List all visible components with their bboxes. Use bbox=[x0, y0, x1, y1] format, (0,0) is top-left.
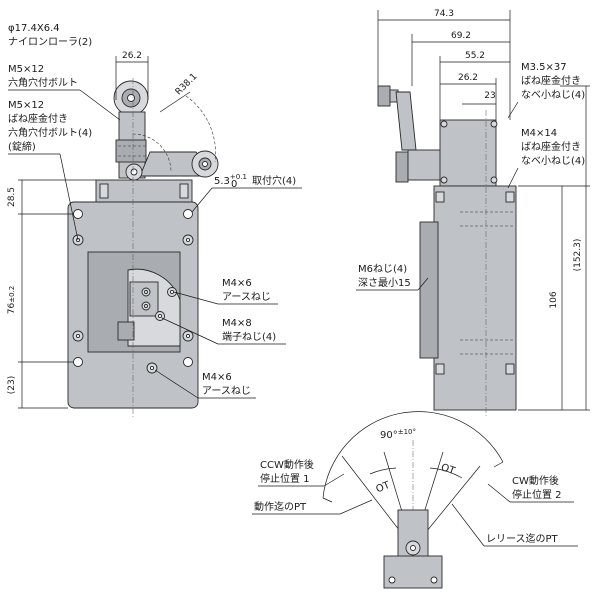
top-roller-axle bbox=[127, 94, 135, 102]
bolt1-spec: M5×12 bbox=[8, 64, 44, 75]
screw-a-spec: M3.5×37 bbox=[521, 62, 567, 73]
mount-hole-tol-dn: 0 bbox=[231, 179, 237, 190]
pt-right: レリース迄のPT bbox=[486, 532, 559, 545]
bolt1-note: 六角穴付ボルト bbox=[8, 76, 78, 89]
screw-a-note1: ばね座金付き bbox=[521, 74, 581, 87]
side-lever-arm bbox=[395, 91, 417, 151]
dim-middle: 76 bbox=[7, 303, 17, 315]
screw-b-spec: M4×14 bbox=[521, 128, 557, 139]
bolt2-note1: ばね座金付き bbox=[8, 112, 68, 125]
dim-69-2: 69.2 bbox=[451, 31, 471, 41]
dim-26-2: 26.2 bbox=[458, 73, 478, 83]
screw3-note: アースねじ bbox=[202, 385, 251, 397]
ot-right: OT bbox=[439, 462, 457, 477]
pt-left: 動作迄のPT bbox=[254, 500, 307, 513]
dim-152-3: (152.3) bbox=[573, 239, 583, 272]
screw1-note: アースねじ bbox=[222, 291, 271, 303]
svg-text:90°±10°: 90°±10° bbox=[380, 428, 416, 441]
dim-radius: R38.1 bbox=[174, 72, 200, 98]
mount-hole-tr bbox=[183, 209, 193, 219]
mount-hole-br bbox=[183, 357, 193, 367]
ccw-note2: 停止位置 1 bbox=[260, 472, 310, 485]
thread-spec: M6ねじ(4) bbox=[358, 263, 407, 275]
screw2-note: 端子ねじ(4) bbox=[222, 330, 276, 343]
dim-55-2: 55.2 bbox=[465, 51, 485, 61]
dim-middle-tol: ±0.2 bbox=[8, 286, 16, 303]
terminal-block bbox=[129, 281, 159, 317]
mount-hole-bl bbox=[73, 357, 83, 367]
dim-106: 106 bbox=[549, 291, 559, 308]
roller-spec: φ17.4X6.4 bbox=[8, 23, 60, 34]
dim-lower: (23) bbox=[7, 376, 17, 394]
bolt2-note3: (錠締) bbox=[8, 140, 36, 153]
dim-23: 23 bbox=[484, 91, 495, 101]
front-view: 26.2 R38.1 φ17.4X6.4 ナイロンローラ(2) M5×12 六角… bbox=[7, 23, 302, 418]
roller-note: ナイロンローラ(2) bbox=[8, 36, 92, 48]
screw-a-note2: なべ小ねじ(4) bbox=[521, 89, 585, 101]
mount-hole-value: 5.3 bbox=[214, 176, 230, 187]
operation-view: 90°±10° OT OT CCW動作後 停止位置 1 動作迄のPT CW動作後… bbox=[252, 411, 578, 589]
side-roller-low bbox=[395, 151, 409, 183]
mount-hole-tl bbox=[73, 209, 83, 219]
dim-top-width: 26.2 bbox=[122, 51, 142, 61]
angle-tol: ±10° bbox=[398, 428, 416, 436]
screw2-spec: M4×8 bbox=[222, 318, 252, 329]
thread-note: 深さ最小15 bbox=[358, 277, 411, 289]
side-roller-top bbox=[377, 85, 391, 107]
switch-head bbox=[95, 179, 193, 203]
cw-note2: 停止位置 2 bbox=[512, 488, 562, 501]
ccw-note1: CCW動作後 bbox=[260, 458, 314, 471]
dim-upper: 28.5 bbox=[7, 187, 17, 207]
side-cover bbox=[419, 221, 439, 359]
angle-value: 90° bbox=[380, 430, 398, 441]
side-head bbox=[439, 119, 497, 187]
dim-74-3: 74.3 bbox=[434, 9, 454, 19]
screw3-spec: M4×6 bbox=[202, 372, 232, 383]
side-body bbox=[433, 185, 517, 411]
screw-b-note1: ばね座金付き bbox=[521, 140, 581, 153]
cw-note1: CW動作後 bbox=[512, 474, 559, 487]
svg-text:5.3+0.1: 5.3+0.1 bbox=[214, 173, 247, 187]
screw-b-note2: なべ小ねじ(4) bbox=[521, 155, 585, 167]
screw1-spec: M4×6 bbox=[222, 278, 252, 289]
bolt2-spec: M5×12 bbox=[8, 100, 44, 111]
lever-clamp bbox=[115, 139, 147, 163]
side-view: 74.3 69.2 55.2 26.2 23 106 (1 bbox=[356, 9, 590, 418]
mount-hole-tol-up: +0.1 bbox=[230, 173, 247, 181]
bolt2-note2: 六角穴付ボルト(4) bbox=[8, 126, 92, 139]
svg-text:76±0.2: 76±0.2 bbox=[7, 286, 17, 314]
mount-hole-note: 取付穴(4) bbox=[252, 174, 296, 187]
ot-left: OT bbox=[375, 480, 393, 496]
